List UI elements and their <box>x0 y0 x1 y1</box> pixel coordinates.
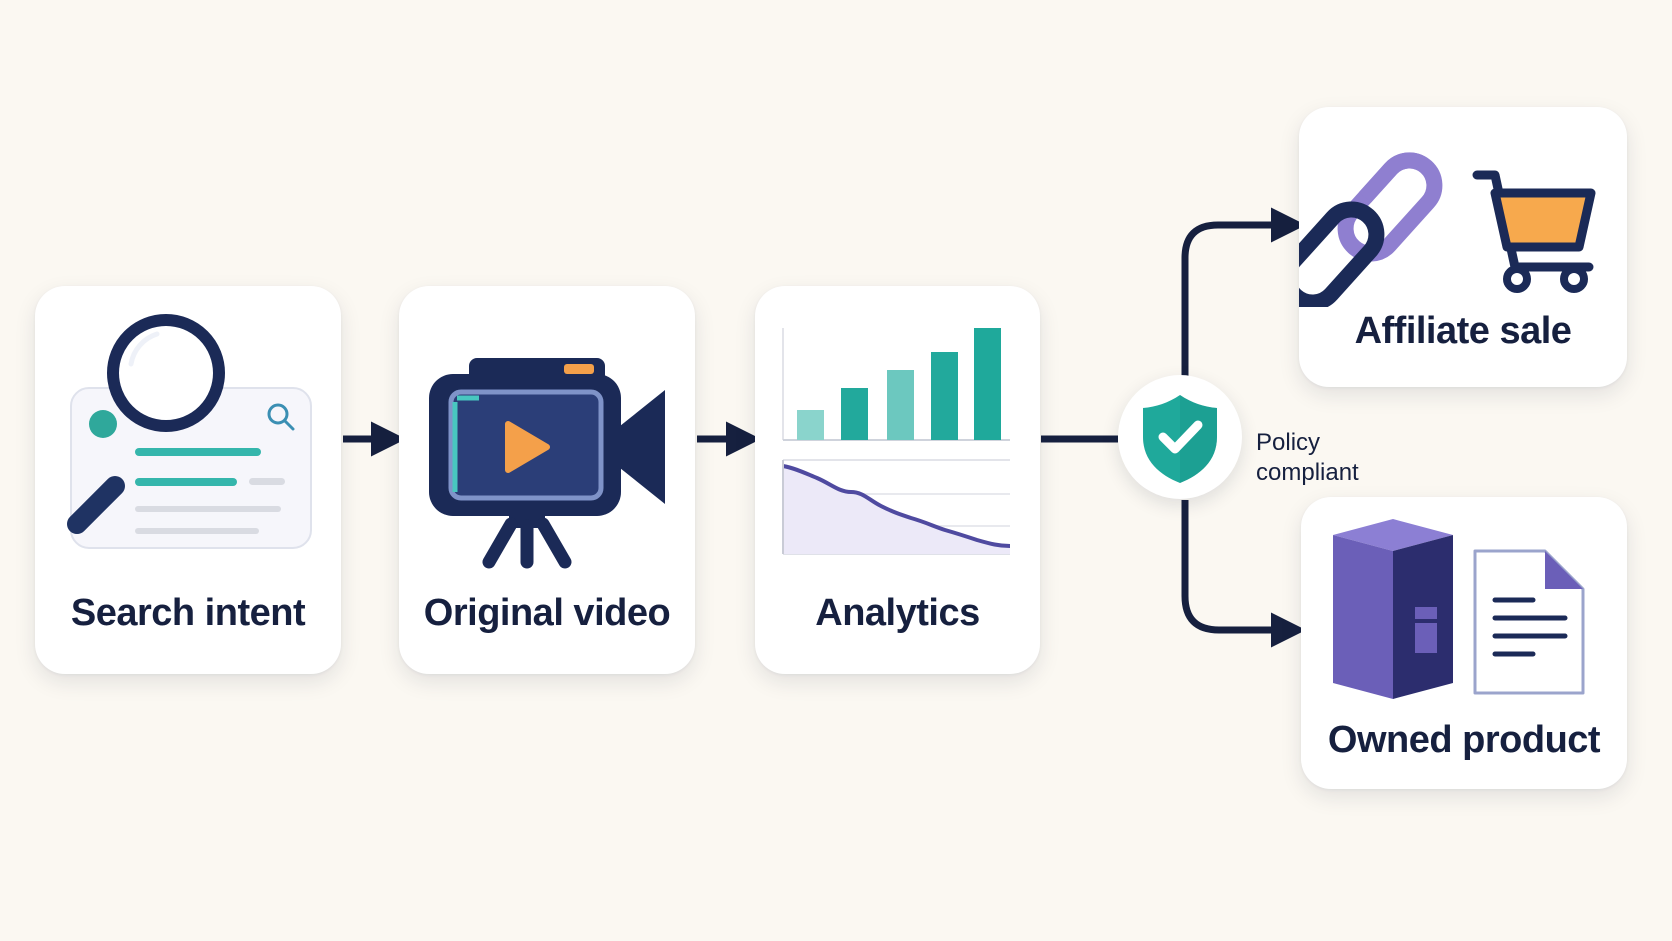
policy-compliant-label: Policy compliant <box>1256 428 1359 488</box>
video-camera-play-icon <box>429 358 665 569</box>
affiliate-sale-label: Affiliate sale <box>1354 310 1572 352</box>
arrow-policy-to-affiliate <box>1181 207 1306 376</box>
shopping-cart-icon <box>1472 170 1596 293</box>
document-icon <box>1473 549 1585 695</box>
analytics-card: Analytics <box>755 286 1040 674</box>
original-video-card: Original video <box>399 286 695 674</box>
original-video-label: Original video <box>423 592 671 634</box>
owned-product-icons <box>1333 519 1585 699</box>
shield-check-icon <box>1143 395 1217 483</box>
search-intent-card: Search intent <box>35 286 341 674</box>
analytics-label: Analytics <box>815 592 980 634</box>
policy-label-line1: Policy <box>1256 429 1321 456</box>
bar-4 <box>931 352 958 440</box>
product-box-icon <box>1333 519 1453 699</box>
affiliate-sale-card: Affiliate sale <box>1299 107 1627 387</box>
owned-product-card: Owned product <box>1301 497 1627 789</box>
bar-2 <box>841 388 868 440</box>
policy-label-line2: compliant <box>1256 459 1359 486</box>
trend-line <box>782 464 1011 548</box>
affiliate-icons <box>1299 152 1596 307</box>
magnifier-search-results-icon <box>67 314 312 549</box>
owned-product-label: Owned product <box>1327 719 1601 761</box>
policy-badge <box>1118 375 1242 499</box>
bar-3 <box>887 370 914 440</box>
bar-5 <box>974 328 1001 440</box>
bar-line-chart-icon <box>782 328 1011 555</box>
search-intent-label: Search intent <box>70 592 306 634</box>
arrow-policy-to-owned <box>1181 500 1306 648</box>
link-icon <box>1299 152 1443 307</box>
bar-1 <box>797 410 824 440</box>
